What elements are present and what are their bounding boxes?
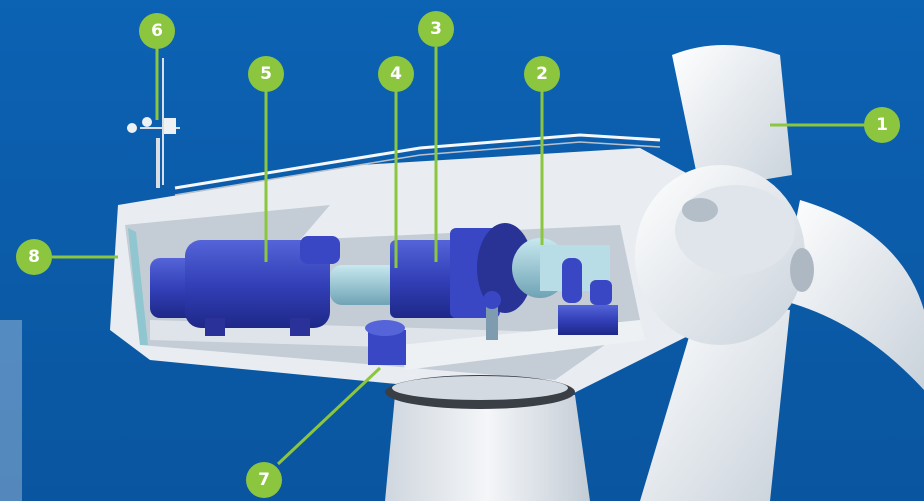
callout-3: 3 — [418, 11, 454, 47]
callout-6-label: 6 — [151, 21, 163, 41]
callout-2: 2 — [524, 56, 560, 92]
callout-7: 7 — [246, 462, 282, 498]
blade-right — [780, 200, 924, 390]
coupling — [330, 265, 400, 305]
gearbox — [390, 223, 533, 318]
callout-7-label: 7 — [258, 470, 270, 490]
callout-3-label: 3 — [430, 19, 442, 39]
generator — [150, 236, 340, 336]
callout-5: 5 — [248, 56, 284, 92]
callout-5-label: 5 — [260, 64, 272, 84]
callout-1: 1 — [864, 107, 900, 143]
yaw-drive — [365, 320, 406, 365]
tower — [385, 395, 590, 501]
hydraulic-unit — [558, 258, 618, 335]
blade-upper — [672, 45, 792, 190]
callout-6: 6 — [139, 13, 175, 49]
callout-1-label: 1 — [876, 115, 888, 135]
leader-lines — [52, 47, 870, 466]
blade-lower — [640, 300, 790, 501]
callout-8-label: 8 — [28, 247, 40, 267]
callout-2-label: 2 — [536, 64, 548, 84]
callout-4-label: 4 — [390, 64, 402, 84]
rotor-hub — [635, 165, 814, 345]
anemometer-mast — [127, 58, 180, 188]
callout-8: 8 — [16, 239, 52, 275]
callout-4: 4 — [378, 56, 414, 92]
